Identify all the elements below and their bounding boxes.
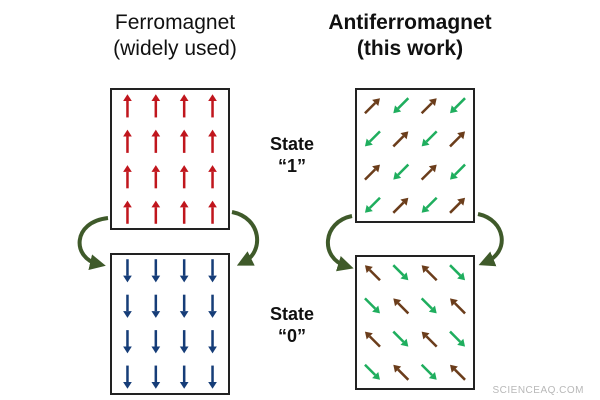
- arrow-up-left-icon: [450, 298, 466, 315]
- antiferromagnet-state-0-panel: [355, 255, 475, 390]
- antiferromagnet-state-0-spins: [364, 264, 466, 381]
- arrow-up-icon: [151, 200, 161, 224]
- arrow-down-icon: [208, 330, 217, 354]
- arrow-down-icon: [179, 259, 189, 283]
- arrow-up-left-icon: [421, 331, 438, 348]
- arrow-down-left-icon: [393, 97, 410, 114]
- afm-right-cycle-arrow-icon: [477, 212, 504, 267]
- arrow-down-right-icon: [449, 264, 466, 281]
- antiferromagnet-state-1-spins: [364, 97, 466, 214]
- ferromagnet-state-0-panel: [110, 253, 230, 395]
- afm-left-cycle-arrow-icon: [326, 214, 354, 272]
- arrow-down-icon: [151, 294, 161, 318]
- watermark: SCIENCEAQ.COM: [492, 385, 584, 396]
- arrow-up-icon: [208, 94, 217, 118]
- arrow-up-icon: [123, 129, 132, 153]
- arrow-down-right-icon: [420, 297, 437, 314]
- arrow-up-icon: [123, 200, 132, 224]
- arrow-up-left-icon: [393, 364, 410, 381]
- arrow-up-right-icon: [392, 197, 409, 214]
- arrow-down-icon: [208, 294, 217, 318]
- arrow-up-icon: [151, 129, 161, 153]
- arrow-down-left-icon: [450, 163, 466, 180]
- arrow-up-icon: [208, 165, 217, 189]
- arrow-down-right-icon: [420, 363, 437, 380]
- ferromagnet-heading: Ferromagnet (widely used): [70, 10, 280, 62]
- fm-right-cycle-arrow-icon: [231, 210, 260, 266]
- arrow-up-right-icon: [420, 98, 437, 115]
- ferromagnet-state-1-panel: [110, 88, 230, 230]
- ferromagnet-state-0-spins: [123, 259, 217, 389]
- arrow-up-icon: [179, 200, 189, 224]
- arrow-up-left-icon: [364, 331, 381, 348]
- arrow-up-icon: [151, 94, 161, 118]
- antiferromagnet-title: Antiferromagnet: [328, 11, 492, 34]
- state-0-value: “0”: [277, 326, 306, 346]
- arrow-down-icon: [151, 365, 161, 389]
- state-0-word: State: [269, 304, 314, 324]
- state-1-word: State: [269, 134, 314, 154]
- ferromagnet-subtitle: (widely used): [113, 37, 237, 60]
- arrow-down-icon: [123, 259, 132, 283]
- arrow-down-left-icon: [364, 130, 381, 147]
- arrow-down-right-icon: [392, 264, 409, 281]
- arrow-up-icon: [179, 94, 189, 118]
- arrow-down-icon: [208, 259, 217, 283]
- arrow-up-right-icon: [420, 164, 437, 181]
- arrow-up-icon: [208, 200, 217, 224]
- arrow-up-right-icon: [449, 131, 466, 148]
- arrow-up-icon: [123, 165, 132, 189]
- arrow-down-icon: [208, 365, 217, 389]
- arrow-down-icon: [179, 330, 189, 354]
- antiferromagnet-state-1-panel: [355, 88, 475, 223]
- arrow-up-right-icon: [392, 131, 409, 148]
- arrow-up-icon: [151, 165, 161, 189]
- arrow-up-left-icon: [421, 265, 438, 282]
- arrow-down-left-icon: [421, 196, 438, 213]
- arrow-up-right-icon: [364, 164, 380, 181]
- arrow-down-left-icon: [393, 163, 410, 180]
- arrow-down-icon: [123, 365, 132, 389]
- arrow-down-icon: [151, 259, 161, 283]
- arrow-down-icon: [123, 330, 132, 354]
- arrow-up-icon: [123, 94, 132, 118]
- ferromagnet-state-1-spins: [123, 94, 217, 224]
- arrow-down-left-icon: [364, 196, 381, 213]
- arrow-down-right-icon: [364, 363, 380, 380]
- antiferromagnet-subtitle: (this work): [356, 37, 464, 60]
- state-0-label: State “0”: [252, 303, 332, 347]
- arrow-up-left-icon: [450, 364, 466, 381]
- ferromagnet-title: Ferromagnet: [114, 11, 236, 34]
- arrow-down-icon: [123, 294, 132, 318]
- arrow-up-left-icon: [364, 265, 381, 282]
- fm-left-cycle-arrow-icon: [77, 216, 109, 270]
- arrow-down-icon: [151, 330, 161, 354]
- arrow-down-left-icon: [450, 97, 466, 114]
- arrow-up-icon: [179, 129, 189, 153]
- antiferromagnet-heading: Antiferromagnet (this work): [295, 10, 525, 62]
- arrow-down-icon: [179, 365, 189, 389]
- state-1-label: State “1”: [252, 133, 332, 177]
- arrow-up-icon: [208, 129, 217, 153]
- arrow-up-left-icon: [393, 298, 410, 315]
- arrow-down-left-icon: [421, 130, 438, 147]
- arrow-down-right-icon: [449, 330, 466, 347]
- arrow-up-right-icon: [364, 98, 380, 115]
- state-1-value: “1”: [277, 156, 306, 176]
- arrow-down-right-icon: [392, 330, 409, 347]
- arrow-down-icon: [179, 294, 189, 318]
- arrow-down-right-icon: [364, 297, 380, 314]
- arrow-up-right-icon: [449, 197, 466, 214]
- arrow-up-icon: [179, 165, 189, 189]
